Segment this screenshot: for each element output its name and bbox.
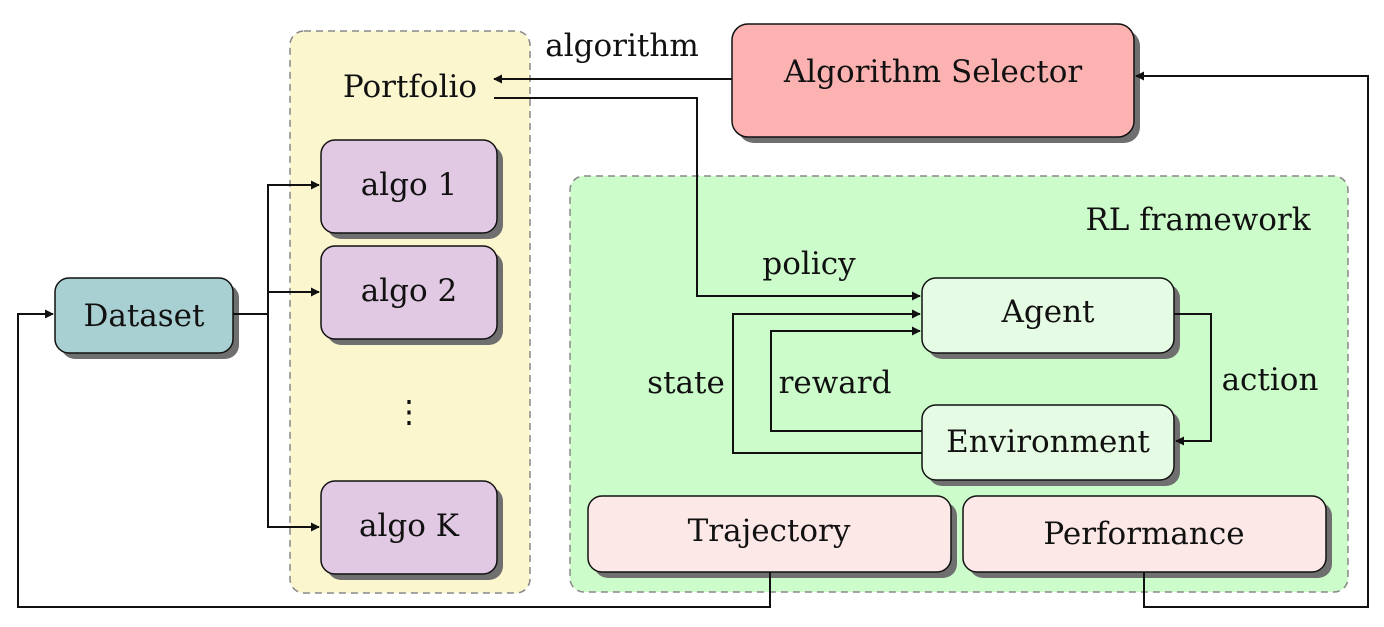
edge-label-policy: policy	[762, 246, 856, 282]
rl-framework-title: RL framework	[1085, 202, 1310, 238]
agent-label: Agent	[1001, 294, 1096, 330]
edge-label-reward: reward	[779, 365, 892, 401]
algo-1-node	[320, 139, 498, 234]
edge-label-state: state	[647, 365, 725, 401]
algo-k-node	[320, 480, 498, 575]
edge-label-algorithm: algorithm	[545, 28, 698, 64]
portfolio-title: Portfolio	[343, 69, 477, 105]
edge-action	[1174, 313, 1212, 446]
edge-performance-to-selector	[1135, 71, 1369, 608]
edge-portfolio-to-agent	[494, 97, 921, 301]
environment-node	[921, 404, 1175, 481]
algo-2-node	[320, 245, 498, 340]
algo-1-label: algo 1	[361, 167, 457, 203]
edge-state	[732, 309, 922, 454]
trajectory-label: Trajectory	[688, 513, 851, 549]
algo-2-label: algo 2	[361, 273, 457, 309]
edge-reward	[770, 326, 922, 432]
environment-label: Environment	[946, 424, 1150, 460]
dataset-node	[54, 277, 234, 354]
performance-label: Performance	[1043, 516, 1244, 552]
edge-trajectory-to-dataset	[17, 309, 771, 608]
dataset-label: Dataset	[84, 298, 206, 334]
algorithm-selector-node	[731, 23, 1135, 138]
portfolio-ellipsis: ⋮	[394, 394, 425, 430]
edge-dataset-to-algo1	[233, 180, 320, 315]
algorithm-selector-label: Algorithm Selector	[783, 54, 1083, 90]
edge-dataset-to-algoK	[267, 314, 320, 532]
agent-node	[921, 277, 1175, 354]
edge-label-action: action	[1222, 362, 1319, 398]
algo-k-label: algo K	[359, 508, 460, 544]
